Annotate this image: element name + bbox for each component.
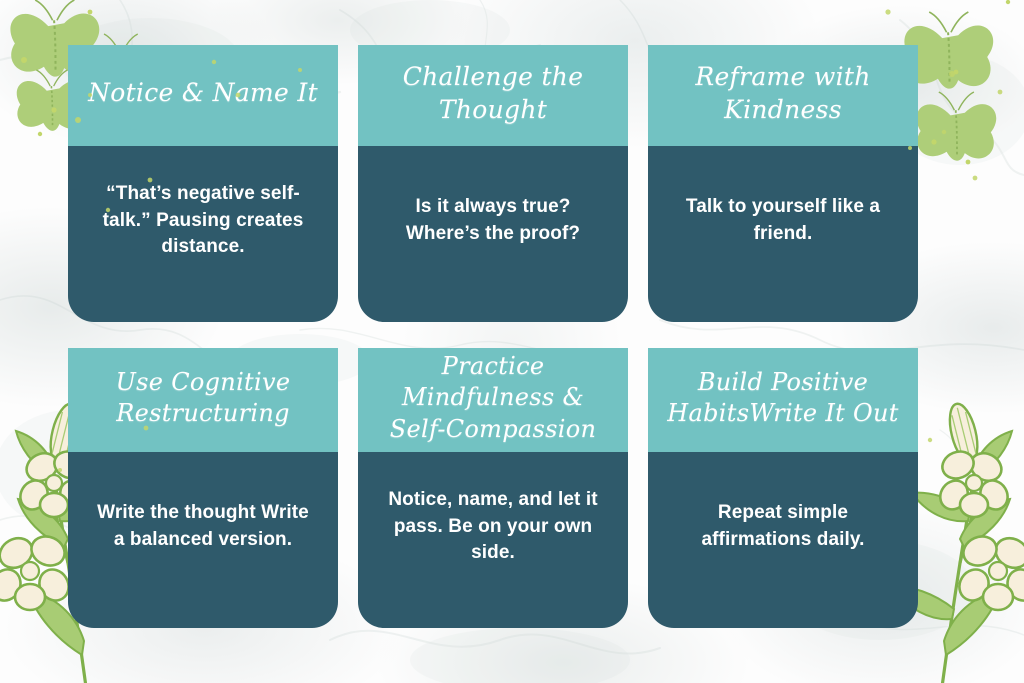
card-header: Build Positive HabitsWrite It Out xyxy=(648,348,918,452)
card-text: Is it always true? Where’s the proof? xyxy=(405,196,581,244)
card-header: Challenge the Thought xyxy=(358,45,628,146)
strategy-card[interactable]: Reframe with Kindness Talk to yourself l… xyxy=(648,45,918,322)
strategy-card[interactable]: Build Positive HabitsWrite It Out Repeat… xyxy=(648,348,918,628)
strategy-card[interactable]: Challenge the Thought Is it always true?… xyxy=(358,45,628,322)
card-text: “That’s negative self-talk.” Pausing cre… xyxy=(102,182,304,258)
card-header: Use Cognitive Restructuring xyxy=(68,348,338,452)
card-header: Practice Mindfulness & Self-Compassion xyxy=(358,348,628,452)
card-title: Practice Mindfulness & Self-Compassion xyxy=(389,352,597,443)
card-text: Notice, name, and let it pass. Be on you… xyxy=(388,488,598,564)
card-body: Write the thought Write a balanced versi… xyxy=(68,452,338,628)
card-body: Talk to yourself like a friend. xyxy=(648,146,918,322)
card-text: Write the thought Write a balanced versi… xyxy=(97,502,309,550)
card-title: Reframe with Kindness xyxy=(695,62,871,124)
card-body: Repeat simple affirmations daily. xyxy=(648,452,918,628)
card-title: Build Positive HabitsWrite It Out xyxy=(667,367,899,427)
card-body: “That’s negative self-talk.” Pausing cre… xyxy=(68,146,338,322)
card-title: Notice & Name It xyxy=(88,78,318,108)
card-header: Notice & Name It xyxy=(68,45,338,146)
card-body: Is it always true? Where’s the proof? xyxy=(358,146,628,322)
card-title: Use Cognitive Restructuring xyxy=(115,367,291,427)
card-text: Talk to yourself like a friend. xyxy=(685,196,881,244)
strategy-card[interactable]: Notice & Name It “That’s negative self-t… xyxy=(68,45,338,322)
card-body: Notice, name, and let it pass. Be on you… xyxy=(358,452,628,628)
card-title: Challenge the Thought xyxy=(402,62,584,124)
card-text: Repeat simple affirmations daily. xyxy=(701,502,865,550)
strategy-card-grid: Notice & Name It “That’s negative self-t… xyxy=(68,45,930,628)
strategy-card[interactable]: Practice Mindfulness & Self-Compassion N… xyxy=(358,348,628,628)
strategy-card[interactable]: Use Cognitive Restructuring Write the th… xyxy=(68,348,338,628)
card-header: Reframe with Kindness xyxy=(648,45,918,146)
